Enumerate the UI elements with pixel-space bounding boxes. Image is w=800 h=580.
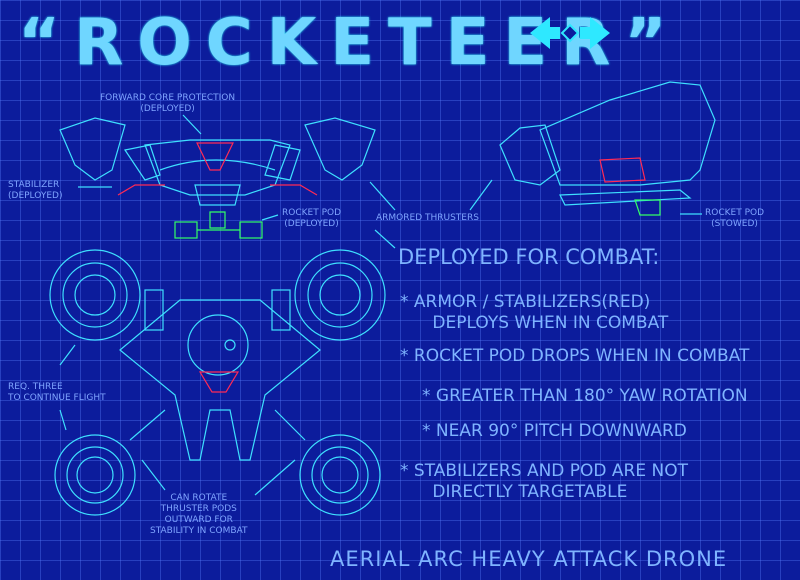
label-armored-thrusters: ARMORED THRUSTERS [376,213,479,223]
front-view [59,117,376,239]
double-arrow-icon [530,17,610,49]
note-item: * ROCKET POD DROPS WHEN IN COMBAT [400,346,750,366]
top-view [49,249,386,516]
note-item: * STABILIZERS AND POD ARE NOT DIRECTLY T… [400,461,688,502]
notes-heading: DEPLOYED FOR COMBAT: [398,245,660,269]
label-rocket-pod-stowed: ROCKET POD (STOWED) [705,208,765,229]
label-can-rotate: CAN ROTATE THRUSTER PODS OUTWARD FOR STA… [150,493,248,536]
page-title: “ROCKETEER” [18,6,681,80]
label-stabilizer: STABILIZER (DEPLOYED) [8,180,63,201]
leader-lines [59,114,702,496]
note-item: * GREATER THAN 180° YAW ROTATION [422,386,748,406]
footer-caption: AERIAL ARC HEAVY ATTACK DRONE [330,547,728,571]
side-view [499,81,716,216]
note-item: * NEAR 90° PITCH DOWNWARD [422,421,687,441]
note-item: * ARMOR / STABILIZERS(RED) DEPLOYS WHEN … [400,292,669,333]
label-req-three: REQ. THREE TO CONTINUE FLIGHT [8,382,106,403]
label-forward-core: FORWARD CORE PROTECTION (DEPLOYED) [100,93,236,114]
label-rocket-pod-deployed: ROCKET POD (DEPLOYED) [282,208,342,229]
